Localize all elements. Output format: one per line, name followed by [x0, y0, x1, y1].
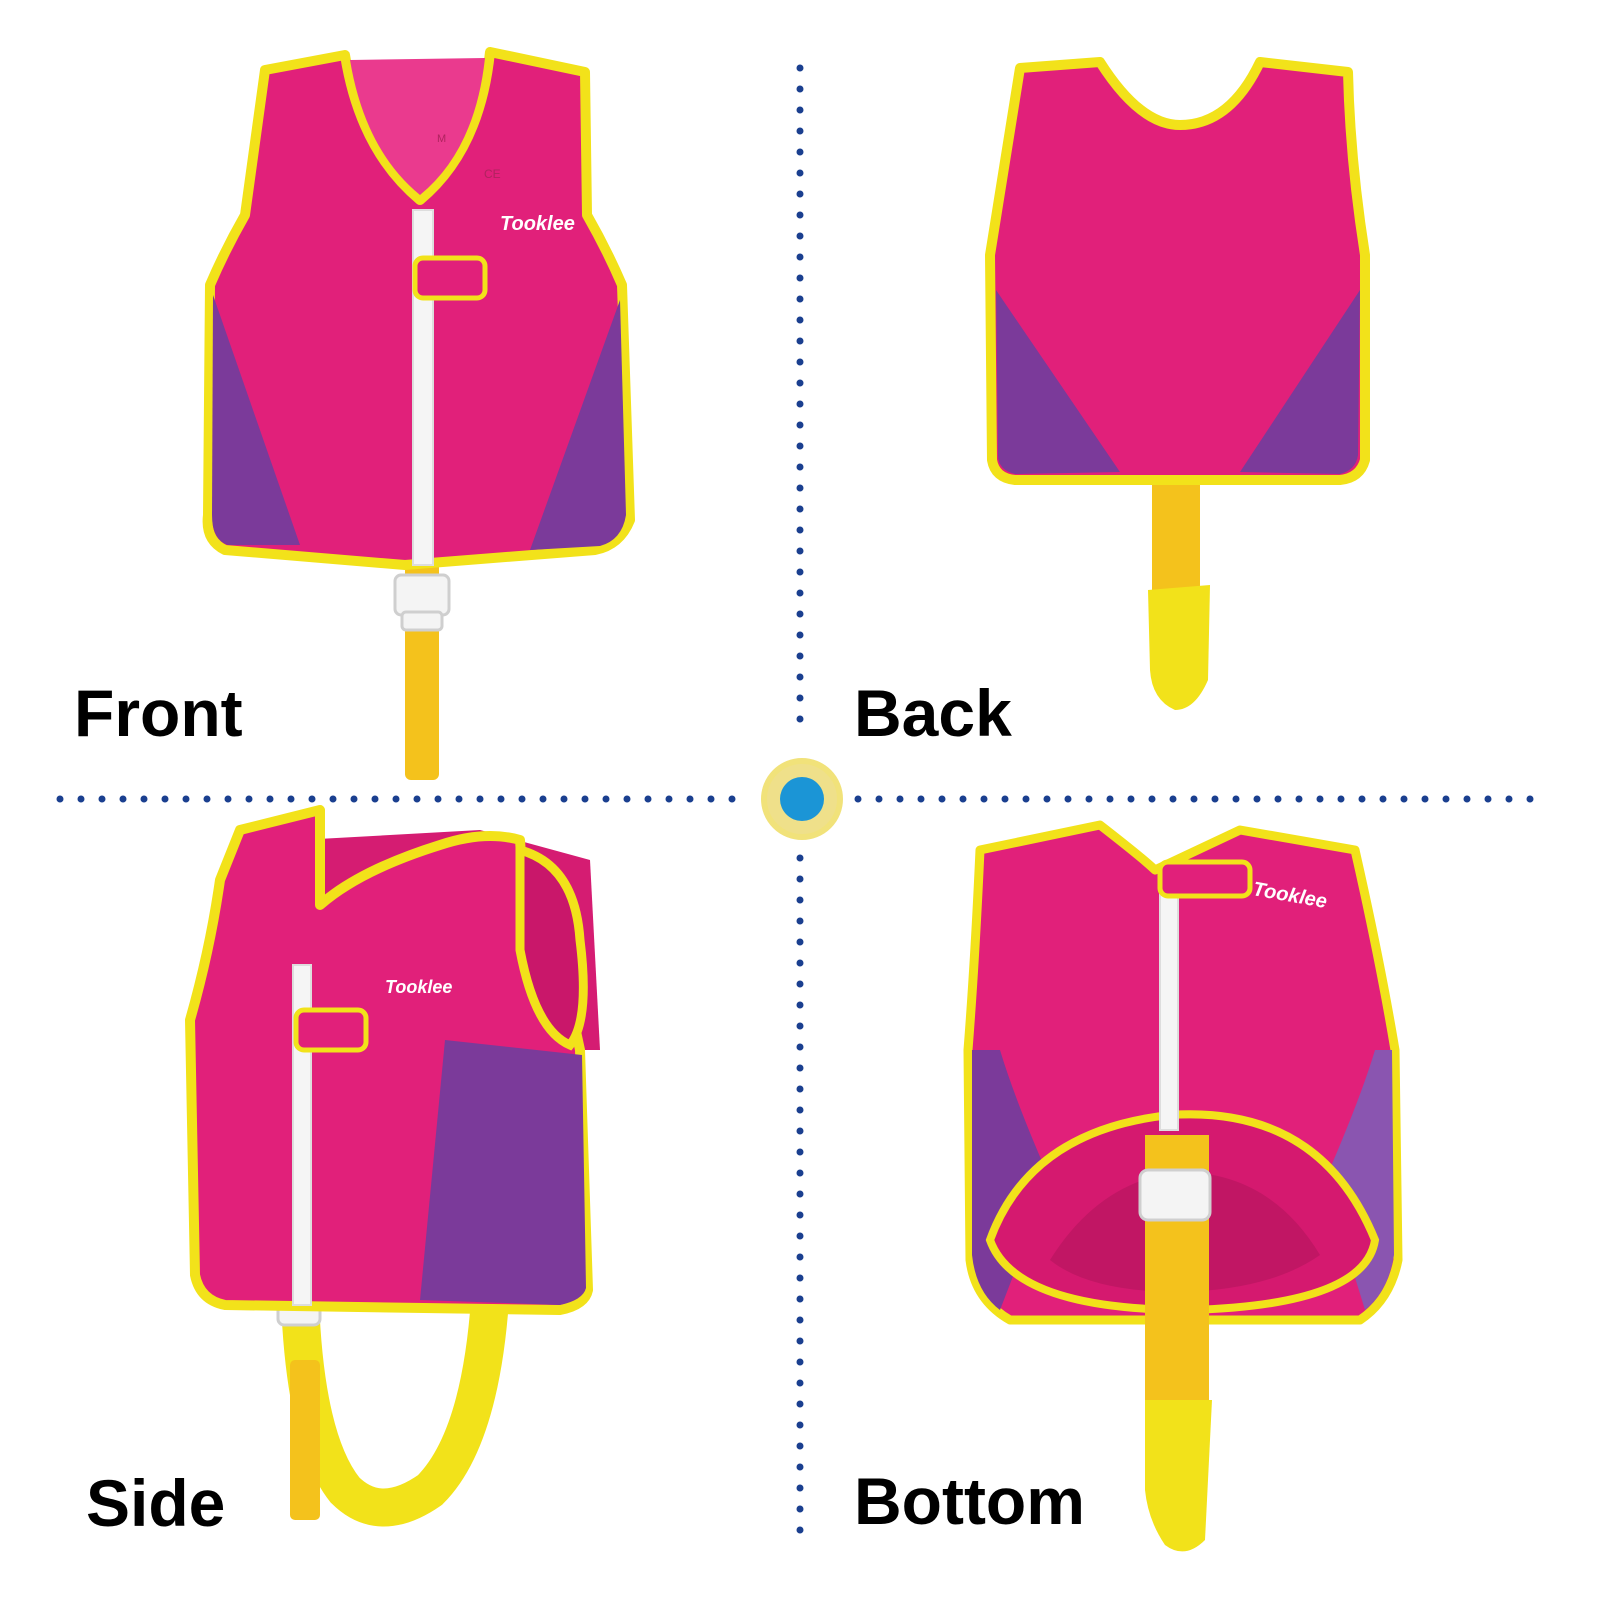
- front-velcro-tab: [412, 255, 488, 301]
- side-strap-end: [290, 1360, 320, 1520]
- back-view-panel: Back: [800, 0, 1600, 800]
- center-dot: [780, 777, 824, 821]
- front-neck-lining: [350, 58, 485, 195]
- front-right-purple-panel: [530, 300, 626, 550]
- front-tag-ce: CE: [484, 167, 501, 181]
- front-view-panel: Tooklee M CE Front: [0, 0, 800, 800]
- front-label: Front: [74, 676, 243, 750]
- bottom-vest-image: Tooklee: [963, 820, 1403, 1552]
- bottom-view-panel: Tooklee Bottom: [800, 800, 1600, 1600]
- side-velcro-tab: [293, 1007, 369, 1053]
- bottom-velcro-tab: [1157, 859, 1253, 899]
- bottom-buckle: [1138, 1168, 1212, 1222]
- back-vest-image: [985, 57, 1370, 710]
- back-vest-body: [985, 57, 1370, 485]
- side-label: Side: [86, 1466, 226, 1540]
- front-tag-size: M: [437, 133, 446, 145]
- bottom-label: Bottom: [854, 1464, 1085, 1538]
- back-strap-tip: [1148, 585, 1210, 710]
- side-brand-logo: Tooklee: [385, 977, 452, 997]
- bottom-zipper: [1159, 869, 1179, 1131]
- front-buckle: [393, 573, 451, 617]
- back-left-purple-panel: [996, 290, 1120, 474]
- back-strap: [1152, 470, 1200, 600]
- back-right-purple-panel: [1240, 290, 1360, 474]
- front-buckle-slider: [400, 610, 444, 632]
- front-left-purple-panel: [212, 295, 300, 545]
- front-brand-logo: Tooklee: [500, 213, 575, 235]
- side-vest-image: Tooklee: [185, 805, 600, 1527]
- front-vest-image: Tooklee M CE: [202, 47, 635, 780]
- bottom-strap-tip: [1145, 1400, 1212, 1552]
- side-strap-loop: [281, 1281, 509, 1527]
- side-view-panel: Tooklee Side: [0, 800, 800, 1600]
- side-armhole: [515, 844, 588, 1051]
- side-purple-panel: [420, 1040, 586, 1305]
- back-label: Back: [854, 676, 1012, 750]
